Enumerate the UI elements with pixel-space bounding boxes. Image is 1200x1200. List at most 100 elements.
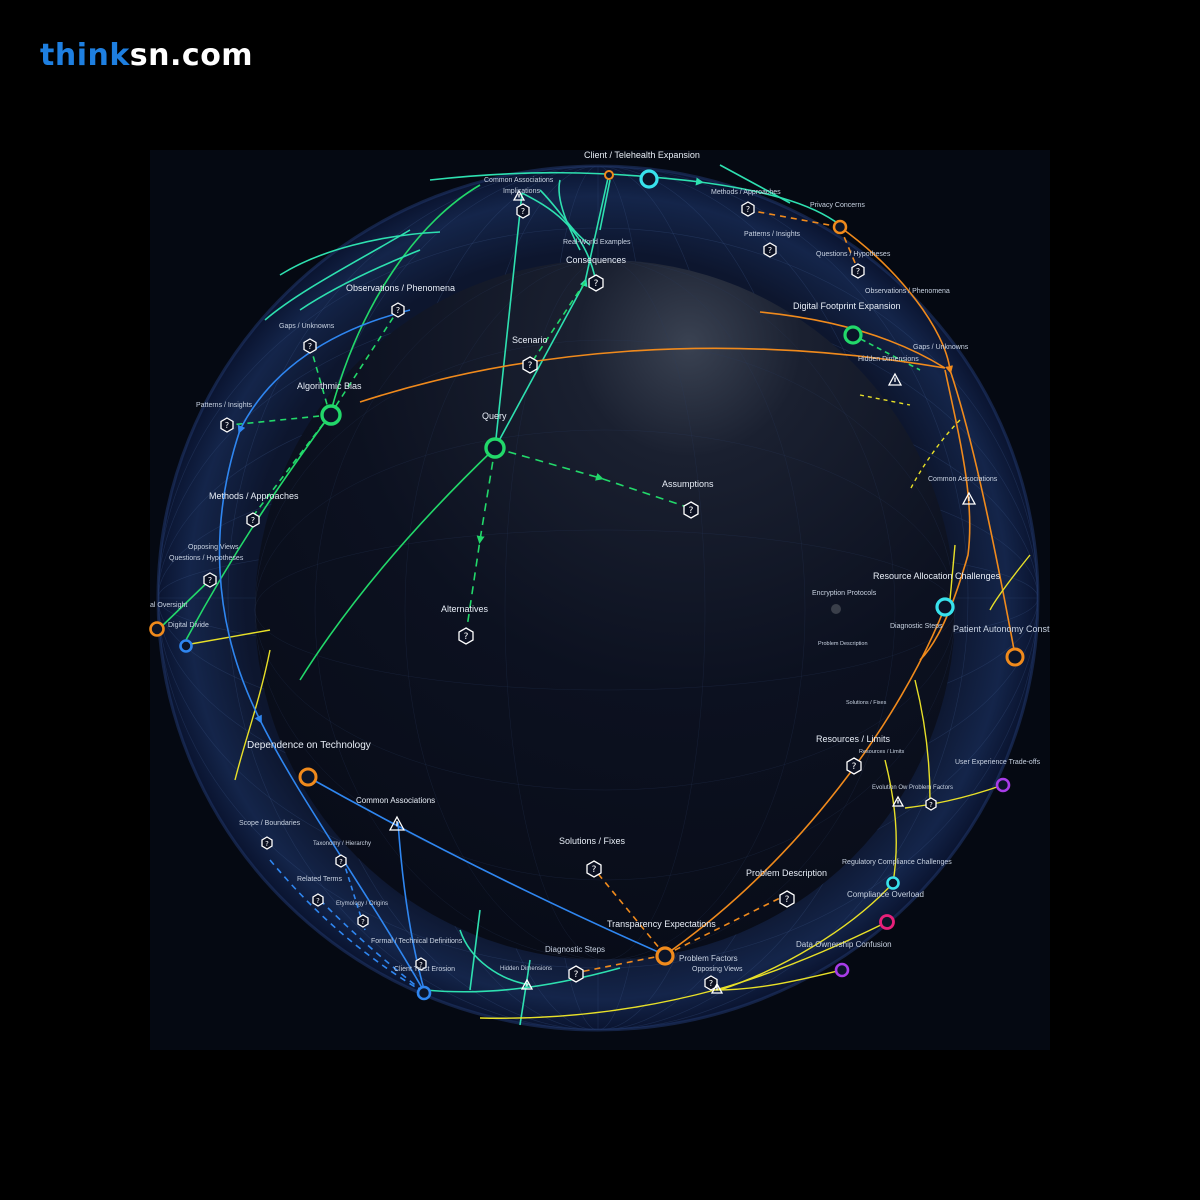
hex-formal-defs[interactable]: ?: [415, 957, 427, 971]
hex-consequences[interactable]: ?: [588, 274, 604, 292]
edge-privacy-autonomy: [839, 226, 1016, 656]
node-oversight[interactable]: [149, 621, 165, 637]
node-transparency[interactable]: [655, 946, 675, 966]
hex-problem-factors-right[interactable]: ?: [925, 797, 937, 811]
node-digital-divide[interactable]: [179, 639, 193, 653]
edge-implications-consequences: [521, 192, 597, 283]
hex-scenario[interactable]: ?: [522, 356, 538, 374]
warning-icon[interactable]: [520, 978, 534, 990]
label-problem-description: Problem Description: [746, 868, 827, 878]
edge-query-left: [299, 447, 496, 681]
label-problem-factors: Problem Factors: [679, 954, 738, 963]
label-data-ownership: Data Ownership Confusion: [796, 940, 892, 949]
edge-yellow-bottom: [479, 989, 716, 1019]
hex-questions-top[interactable]: ?: [851, 263, 865, 279]
hex-patterns-left[interactable]: ?: [220, 417, 234, 433]
node-resource-allocation[interactable]: [935, 597, 955, 617]
svg-text:?: ?: [464, 632, 469, 642]
label-assumptions: Assumptions: [662, 479, 714, 489]
node-ux-tradeoffs[interactable]: [995, 777, 1011, 793]
warning-nodes[interactable]: [388, 189, 977, 994]
hex-problem-factors[interactable]: ?: [704, 975, 718, 991]
label-regulatory: Regulatory Compliance Challenges: [842, 859, 952, 866]
node-privacy[interactable]: [832, 219, 848, 235]
label-compliance-overload: Compliance Overload: [847, 890, 924, 899]
edges-blue: [218, 309, 666, 994]
label-digital-divide: Digital Divide: [168, 622, 209, 629]
svg-text:?: ?: [929, 801, 933, 809]
edge-orange-right: [919, 369, 971, 661]
label-resource-alloc: Resource Allocation Challenges: [873, 571, 1001, 581]
label-solutions-fixes: Solutions / Fixes: [559, 836, 626, 846]
label-patterns-top: Patterns / Insights: [744, 231, 801, 238]
label-alternatives: Alternatives: [441, 604, 489, 614]
edge-bias-patterns: [229, 414, 331, 426]
label-hidden-dimensions-bottom: Hidden Dimensions: [500, 966, 552, 972]
edge-yellow-right-2: [949, 544, 956, 601]
hex-methods-left[interactable]: ?: [246, 512, 260, 528]
hex-patterns-top[interactable]: ?: [763, 242, 777, 258]
label-privacy: Privacy Concerns: [810, 202, 865, 209]
node-encryption[interactable]: [831, 604, 841, 614]
node-algorithmic-bias[interactable]: [320, 404, 342, 426]
warning-icon[interactable]: [887, 372, 903, 386]
edge-privacy-methods: [747, 209, 841, 228]
hex-etymology[interactable]: ?: [357, 914, 369, 928]
node-telehealth[interactable]: [639, 169, 659, 189]
question-nodes[interactable]: ? ? ? ? ? ? ? ? ? ? ? ? ? ? ? ? ? ? ? ? …: [203, 201, 937, 991]
edge-resource-transparency: [664, 606, 946, 956]
node-client-trust[interactable]: [416, 985, 432, 1001]
hex-alternatives[interactable]: ?: [458, 627, 474, 645]
warning-icon[interactable]: [512, 189, 526, 201]
hex-observations-left[interactable]: ?: [391, 302, 405, 318]
node-patient-autonomy[interactable]: [1005, 647, 1025, 667]
hex-implications[interactable]: ?: [516, 203, 530, 219]
node-labels: Client / Telehealth Expansion Common Ass…: [150, 150, 1050, 973]
label-client-trust: Client Trust Erosion: [394, 966, 455, 973]
hex-taxonomy[interactable]: ?: [335, 854, 347, 868]
edge-orange-arc: [359, 347, 946, 403]
svg-text:?: ?: [316, 897, 320, 905]
node-client[interactable]: [604, 170, 614, 180]
label-observations-right: Observations / Phenomena: [865, 288, 950, 295]
hex-assumptions[interactable]: ?: [683, 501, 699, 519]
label-methods-top: Methods / Approaches: [711, 189, 781, 196]
warning-icon[interactable]: [710, 982, 724, 994]
warning-icon[interactable]: [388, 815, 406, 831]
brand-logo-part2: sn.com: [129, 38, 254, 73]
label-ux-tradeoffs: User Experience Trade-offs: [955, 759, 1041, 766]
node-compliance-overload[interactable]: [886, 876, 900, 890]
hex-questions-left[interactable]: ?: [203, 572, 217, 588]
warning-icon[interactable]: [961, 491, 977, 505]
brand-logo[interactable]: thinksn.com: [40, 38, 253, 73]
hex-diagnostic-bottom[interactable]: ?: [568, 965, 584, 983]
hex-gaps-left[interactable]: ?: [303, 338, 317, 354]
label-encryption: Encryption Protocols: [812, 590, 877, 597]
hex-related-terms[interactable]: ?: [312, 893, 324, 907]
major-nodes[interactable]: [149, 169, 1025, 1001]
hex-methods-top[interactable]: ?: [741, 201, 755, 217]
label-opposing-left: Opposing Views: [188, 544, 239, 551]
svg-text:?: ?: [594, 279, 599, 289]
node-dependence[interactable]: [298, 767, 318, 787]
label-evolution-problem: Evolution Ow Problem Factors: [872, 785, 953, 791]
hex-problem-description[interactable]: ?: [779, 890, 795, 908]
label-observations-left: Observations / Phenomena: [346, 283, 455, 293]
svg-text:?: ?: [308, 342, 312, 351]
warning-icon[interactable]: [891, 795, 905, 807]
label-hidden-dimensions-right: Hidden Dimensions: [858, 356, 919, 363]
node-purple[interactable]: [834, 962, 850, 978]
hex-resources-limits[interactable]: ?: [846, 757, 862, 775]
label-oversight: al Oversight: [150, 602, 187, 609]
brand-logo-part1: think: [40, 38, 130, 73]
node-digital-footprint[interactable]: [843, 325, 863, 345]
edge-common-clienttrust: [397, 821, 426, 994]
hex-scope[interactable]: ?: [261, 836, 273, 850]
node-query[interactable]: [484, 437, 506, 459]
label-problem-desc-small: Problem Description: [818, 641, 868, 647]
edge-top-arc: [429, 171, 841, 226]
edge-bottom-green-4: [459, 929, 531, 986]
node-data-ownership[interactable]: [879, 914, 895, 930]
hex-solutions-fixes[interactable]: ?: [586, 860, 602, 878]
